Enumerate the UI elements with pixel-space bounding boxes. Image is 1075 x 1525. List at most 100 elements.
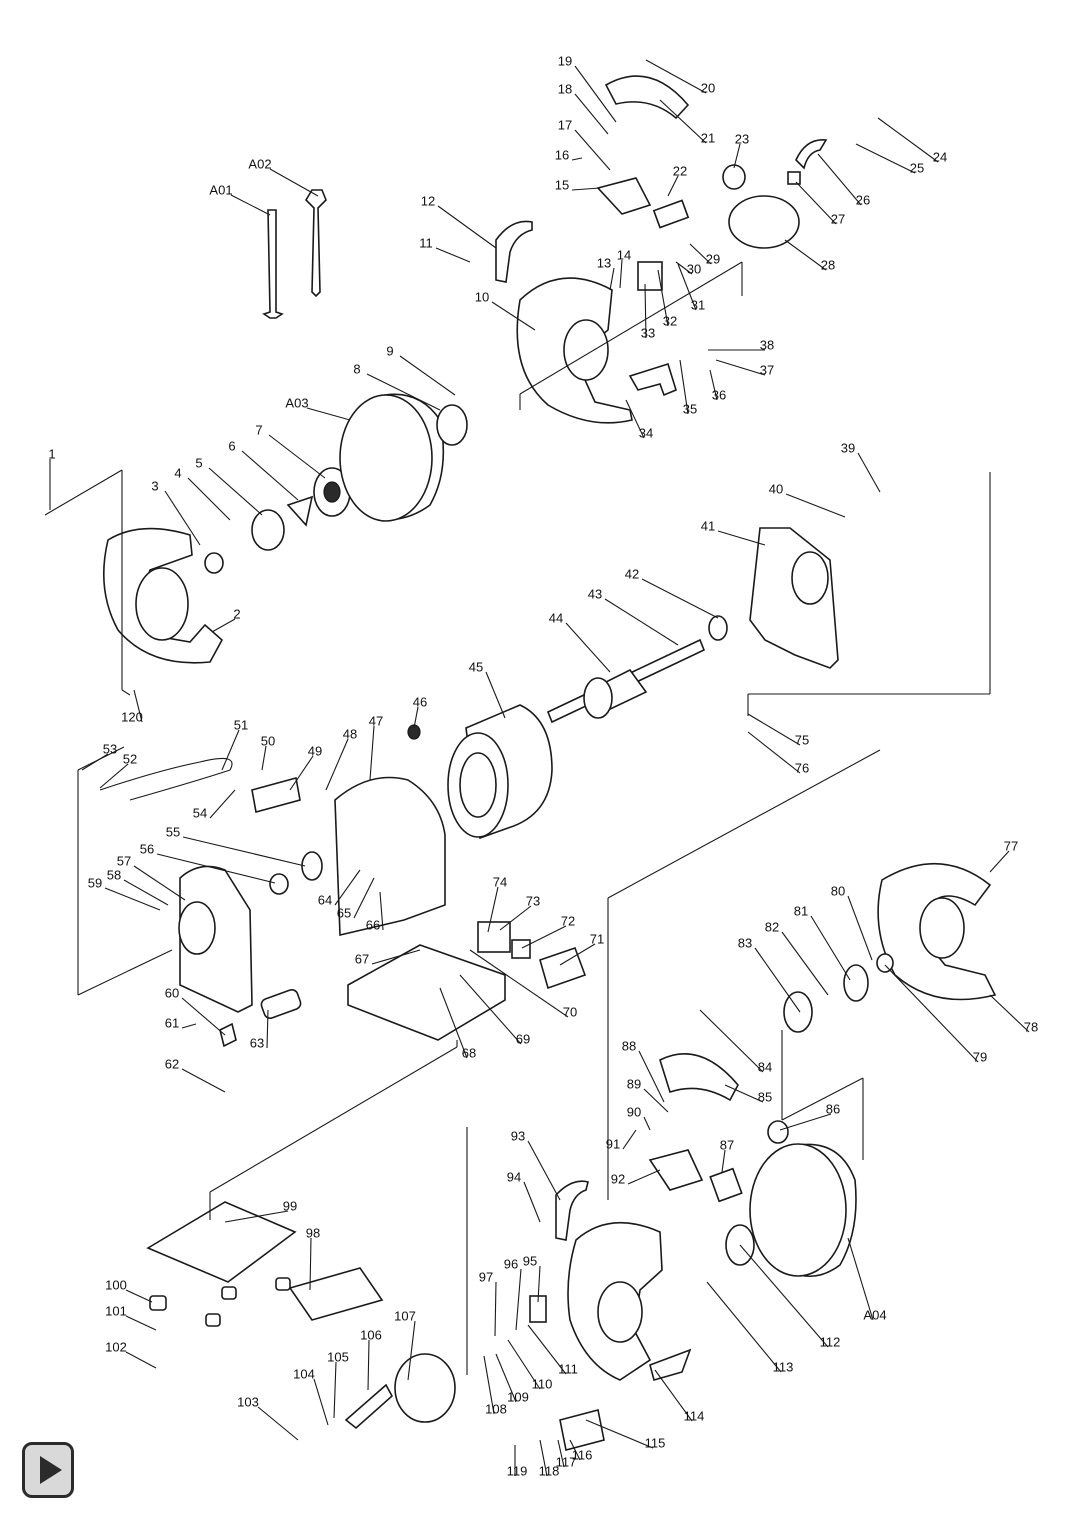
callout-a03: A03 — [285, 395, 308, 410]
leader-103 — [257, 1406, 299, 1441]
leader-82 — [781, 931, 829, 996]
leader-a02 — [269, 168, 319, 197]
leader-90 — [643, 1116, 651, 1131]
callout-107: 107 — [394, 1308, 416, 1323]
leader-74 — [487, 886, 499, 933]
callout-85: 85 — [758, 1089, 772, 1104]
callout-31: 31 — [691, 297, 705, 312]
leader-35 — [679, 359, 689, 415]
callout-74: 74 — [493, 874, 507, 889]
callout-58: 58 — [107, 867, 121, 882]
leader-77 — [989, 850, 1010, 873]
leader-56 — [156, 853, 276, 884]
callout-20: 20 — [701, 80, 715, 95]
callout-36: 36 — [712, 387, 726, 402]
callout-67: 67 — [355, 951, 369, 966]
guide-line-14 — [209, 1046, 458, 1193]
leader-89 — [643, 1088, 669, 1113]
callout-83: 83 — [738, 935, 752, 950]
callout-46: 46 — [413, 694, 427, 709]
leader-87 — [721, 1149, 726, 1173]
leader-a04 — [847, 1237, 874, 1321]
leader-8 — [366, 373, 441, 411]
callout-54: 54 — [193, 805, 207, 820]
foot-100-shape — [149, 1295, 167, 1311]
leader-a01 — [230, 194, 271, 216]
callout-26: 26 — [856, 192, 870, 207]
leader-75 — [747, 713, 801, 746]
callout-55: 55 — [166, 824, 180, 839]
leader-86 — [779, 1113, 832, 1131]
leader-17 — [574, 129, 611, 171]
leader-39 — [857, 452, 881, 493]
callout-32: 32 — [663, 313, 677, 328]
leader-41 — [717, 530, 766, 546]
leader-73 — [499, 905, 532, 931]
wheel-guard-78-shape — [877, 862, 997, 1001]
callout-34: 34 — [639, 425, 653, 440]
nut-46-shape — [407, 724, 421, 740]
callout-50: 50 — [261, 733, 275, 748]
callout-92: 92 — [611, 1171, 625, 1186]
end-cover-41-bore-shape — [791, 551, 829, 605]
callout-14: 14 — [617, 247, 631, 262]
callout-30: 30 — [687, 261, 701, 276]
leader-55 — [182, 836, 306, 867]
guard-right-hub-shape — [597, 1281, 643, 1343]
callout-64: 64 — [318, 892, 332, 907]
wrench-a01-shape — [262, 209, 284, 319]
leader-108 — [483, 1355, 495, 1415]
leader-25 — [855, 143, 916, 174]
leader-70 — [469, 949, 569, 1018]
callout-a04: A04 — [863, 1307, 886, 1322]
leader-78 — [989, 994, 1030, 1033]
flange-83-shape — [783, 991, 813, 1033]
switch-72-shape — [511, 939, 531, 959]
callout-37: 37 — [760, 362, 774, 377]
leader-24 — [877, 117, 939, 163]
base-67-shape — [347, 944, 506, 1041]
callout-81: 81 — [794, 903, 808, 918]
leader-30 — [675, 261, 693, 275]
grinding-wheel-a04-shape — [749, 1143, 847, 1277]
leader-67 — [371, 949, 421, 965]
clamp-60-shape — [219, 1022, 237, 1048]
leader-114 — [654, 1369, 693, 1422]
leader-84 — [699, 1009, 764, 1073]
callout-2: 2 — [233, 606, 240, 621]
leader-105 — [333, 1361, 337, 1419]
callout-35: 35 — [683, 401, 697, 416]
leader-19 — [574, 65, 617, 123]
callout-43: 43 — [588, 586, 602, 601]
callout-38: 38 — [760, 337, 774, 352]
leader-36 — [709, 369, 718, 401]
callout-94: 94 — [507, 1169, 521, 1184]
guard-opening-left-shape — [135, 567, 189, 641]
callout-91: 91 — [606, 1136, 620, 1151]
leader-12 — [437, 205, 497, 249]
leader-27 — [795, 181, 837, 225]
callout-15: 15 — [555, 177, 569, 192]
leader-116 — [569, 1439, 581, 1461]
guide-line-12 — [77, 949, 173, 996]
callout-117: 117 — [556, 1454, 577, 1469]
play-button[interactable] — [22, 1442, 74, 1498]
callout-59: 59 — [88, 875, 102, 890]
foot-100c-shape — [221, 1286, 237, 1300]
water-tray-98-shape — [288, 1267, 384, 1321]
foot-100b-shape — [205, 1313, 221, 1327]
leader-34 — [625, 399, 645, 439]
holder-87-shape — [709, 1167, 743, 1203]
callout-22: 22 — [673, 163, 687, 178]
callout-8: 8 — [353, 361, 360, 376]
leader-69 — [459, 974, 522, 1045]
callout-89: 89 — [627, 1076, 641, 1091]
callout-73: 73 — [526, 893, 540, 908]
guide-line-3 — [121, 689, 131, 696]
callout-116: 116 — [572, 1447, 593, 1462]
clamp-27-shape — [787, 171, 801, 185]
leader-97 — [494, 1281, 497, 1337]
leader-7 — [268, 434, 326, 479]
leader-16 — [571, 157, 583, 161]
callout-105: 105 — [327, 1349, 349, 1364]
